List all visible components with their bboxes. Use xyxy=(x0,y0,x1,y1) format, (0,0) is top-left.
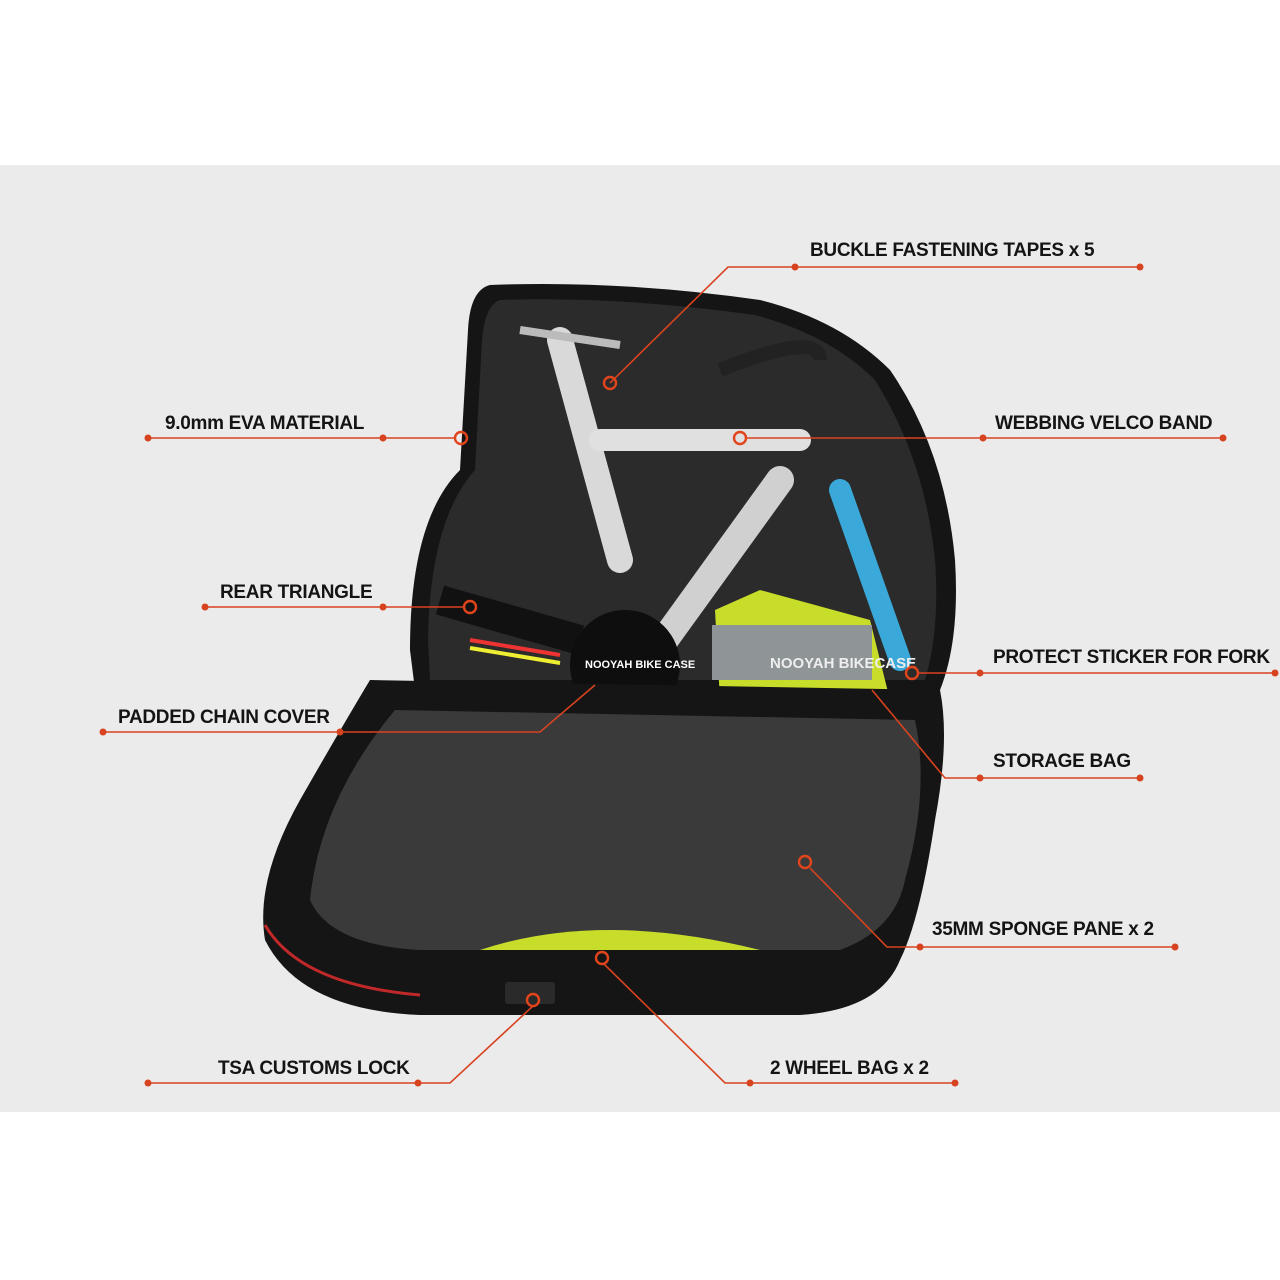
callout-wheel-bag: 2 WHEEL BAG x 2 xyxy=(594,950,959,1087)
callout-label: 2 WHEEL BAG x 2 xyxy=(770,1058,929,1079)
callout-label: PADDED CHAIN COVER xyxy=(118,707,330,728)
callout-label: STORAGE BAG xyxy=(993,751,1131,772)
callout-tsa-lock: TSA CUSTOMS LOCK xyxy=(144,992,541,1087)
callout-label: PROTECT STICKER FOR FORK xyxy=(993,647,1270,668)
callout-label: BUCKLE FASTENING TAPES x 5 xyxy=(810,240,1095,261)
callout-label: 9.0mm EVA MATERIAL xyxy=(165,413,365,434)
callout-eva: 9.0mm EVA MATERIAL xyxy=(144,413,469,446)
callout-protect-sticker: PROTECT STICKER FOR FORK xyxy=(904,647,1279,681)
case-lid xyxy=(410,284,956,690)
callout-chain-cover: PADDED CHAIN COVER xyxy=(99,684,596,736)
tsa-lock xyxy=(505,982,555,1004)
callout-label: 35MM SPONGE PANE x 2 xyxy=(932,919,1154,940)
case-base xyxy=(263,680,944,1015)
callout-webbing: WEBBING VELCO BAND xyxy=(732,413,1227,446)
sponge-pane xyxy=(310,710,921,950)
callout-storage-bag: STORAGE BAG xyxy=(871,689,1144,782)
callout-label: REAR TRIANGLE xyxy=(220,582,372,603)
callout-label: WEBBING VELCO BAND xyxy=(995,413,1212,434)
storage-bag: NOOYAH BIKECASE xyxy=(712,590,916,700)
callout-label: TSA CUSTOMS LOCK xyxy=(218,1058,410,1079)
callout-buckle: BUCKLE FASTENING TAPES x 5 xyxy=(602,240,1144,391)
wheel-bag xyxy=(480,930,760,950)
callout-sponge: 35MM SPONGE PANE x 2 xyxy=(797,854,1179,951)
storage-bag-logo: NOOYAH BIKECASE xyxy=(770,655,916,672)
callout-rear-triangle: REAR TRIANGLE xyxy=(201,582,478,615)
fork xyxy=(829,479,911,671)
chain-cover-logo: NOOYAH BIKE CASE xyxy=(585,659,695,671)
